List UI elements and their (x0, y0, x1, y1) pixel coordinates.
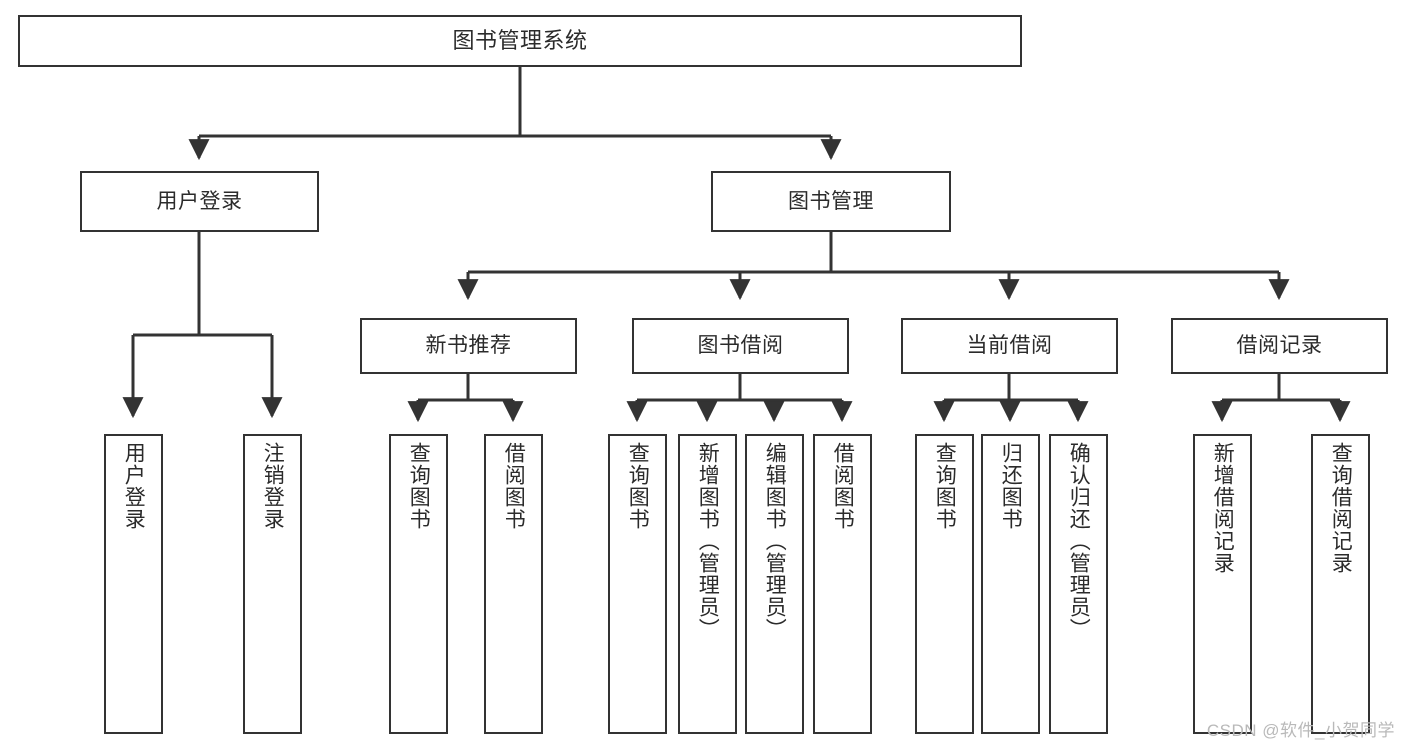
node-user-login-label: 用户登录 (156, 189, 243, 213)
node-leaf-add-book-admin[interactable]: 新增图书（管理员） (678, 434, 737, 734)
node-leaf-confirm-return-admin-label: 确认归还（管理员） (1067, 442, 1091, 640)
node-leaf-return-book[interactable]: 归还图书 (981, 434, 1040, 734)
csdn-watermark: CSDN @软件_小贺同学 (1206, 721, 1395, 740)
node-leaf-query-book-current[interactable]: 查询图书 (915, 434, 974, 734)
node-leaf-query-book-recommend-label: 查询图书 (407, 442, 431, 530)
node-leaf-user-login[interactable]: 用户登录 (104, 434, 163, 734)
node-new-book-recommend[interactable]: 新书推荐 (360, 318, 577, 374)
node-leaf-add-borrow-record[interactable]: 新增借阅记录 (1193, 434, 1252, 734)
node-borrow-records-label: 借阅记录 (1236, 334, 1323, 358)
node-leaf-logout[interactable]: 注销登录 (243, 434, 302, 734)
node-book-borrow[interactable]: 图书借阅 (632, 318, 849, 374)
node-user-login[interactable]: 用户登录 (80, 171, 319, 232)
node-leaf-query-borrow-record[interactable]: 查询借阅记录 (1311, 434, 1370, 734)
node-book-management[interactable]: 图书管理 (711, 171, 951, 232)
node-new-book-recommend-label: 新书推荐 (425, 334, 512, 358)
node-leaf-edit-book-admin[interactable]: 编辑图书（管理员） (745, 434, 804, 734)
node-root-label: 图书管理系统 (452, 27, 588, 53)
node-leaf-query-book-borrow-label: 查询图书 (626, 442, 650, 530)
node-leaf-logout-label: 注销登录 (261, 442, 285, 530)
node-leaf-query-book-borrow[interactable]: 查询图书 (608, 434, 667, 734)
node-root-book-management-system[interactable]: 图书管理系统 (18, 15, 1022, 67)
node-leaf-add-borrow-record-label: 新增借阅记录 (1211, 442, 1235, 574)
node-leaf-add-book-admin-label: 新增图书（管理员） (696, 442, 720, 640)
node-leaf-borrow-book-recommend-label: 借阅图书 (502, 442, 526, 530)
node-leaf-query-borrow-record-label: 查询借阅记录 (1329, 442, 1353, 574)
node-leaf-return-book-label: 归还图书 (999, 442, 1023, 530)
node-leaf-confirm-return-admin[interactable]: 确认归还（管理员） (1049, 434, 1108, 734)
node-leaf-query-book-recommend[interactable]: 查询图书 (389, 434, 448, 734)
node-leaf-borrow-book[interactable]: 借阅图书 (813, 434, 872, 734)
node-book-management-label: 图书管理 (788, 189, 874, 213)
node-book-borrow-label: 图书借阅 (697, 334, 784, 358)
node-borrow-records[interactable]: 借阅记录 (1171, 318, 1388, 374)
node-leaf-user-login-label: 用户登录 (122, 442, 146, 530)
node-leaf-borrow-book-recommend[interactable]: 借阅图书 (484, 434, 543, 734)
node-leaf-query-book-current-label: 查询图书 (933, 442, 957, 530)
node-leaf-edit-book-admin-label: 编辑图书（管理员） (763, 442, 787, 640)
node-current-borrow-label: 当前借阅 (966, 334, 1053, 358)
node-current-borrow[interactable]: 当前借阅 (901, 318, 1118, 374)
node-leaf-borrow-book-label: 借阅图书 (831, 442, 855, 530)
